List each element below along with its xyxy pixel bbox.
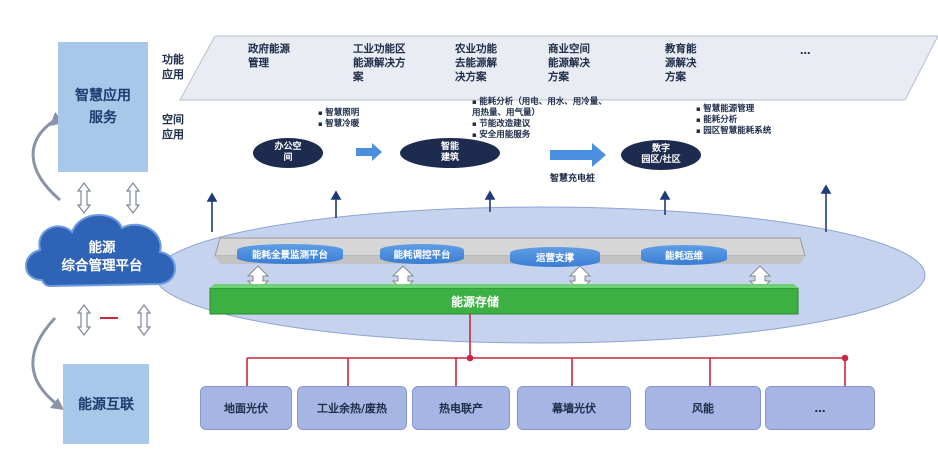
source-curtain-wall-pv: 幕墙光伏 <box>517 386 631 430</box>
bullet-item: 能耗分析 <box>696 115 771 126</box>
platform-tab-monitoring: 能耗全景监测平台 <box>237 244 343 264</box>
up-arrow-icon <box>820 184 832 194</box>
campus-bullets: 智慧能源管理 能耗分析 园区智慧能耗系统 <box>696 104 771 137</box>
energy-interconnect-box: 能源互联 <box>63 364 149 444</box>
oval-building-label: 智能 建筑 <box>440 142 459 163</box>
column-agriculture: 农业功能 去能源解 决方案 <box>455 43 497 83</box>
bullet-item: 节能改造建议 <box>472 119 612 130</box>
bullet-item: 智慧照明 <box>318 108 359 119</box>
cloud-label-wrap: 能源 综合管理平台 <box>36 234 168 280</box>
oval-office-space: 办公空 间 <box>253 138 323 168</box>
cloud-shape <box>25 214 176 288</box>
column-more: … <box>800 45 811 57</box>
office-bullets: 智慧照明 智慧冷暖 <box>318 108 359 130</box>
oval-smart-building: 智能 建筑 <box>400 138 500 168</box>
double-arrow-icon <box>76 182 92 214</box>
bullet-item: 智慧能源管理 <box>696 104 771 115</box>
upper-curve-arrow <box>31 118 61 202</box>
storage-bar-top <box>210 284 798 288</box>
bullet-item: 园区智慧能耗系统 <box>696 126 771 137</box>
right-block-arrow-icon <box>550 143 606 167</box>
energy-interconnect-label: 能源互联 <box>78 397 134 413</box>
source-more: … <box>765 386 875 430</box>
storage-label: 能源存储 <box>450 295 499 309</box>
smart-app-service-label: 智慧应用 服务 <box>75 88 131 126</box>
source-wind: 风能 <box>645 386 761 430</box>
cloud-label: 能源 综合管理平台 <box>61 240 143 274</box>
row-label-space: 空间 应用 <box>162 113 184 141</box>
oval-campus-label: 数字 园区/社区 <box>641 144 681 165</box>
bullet-item: 智慧冷暖 <box>318 119 359 130</box>
oval-digital-campus: 数字 园区/社区 <box>621 140 701 170</box>
lower-curve-arrowhead <box>50 398 64 410</box>
smart-app-service-box: 智慧应用 服务 <box>58 42 148 172</box>
right-block-arrow-icon <box>356 143 382 161</box>
building-bullets: 能耗分析（用电、用水、用冷量、用热量、用气量） 节能改造建议 安全用能服务 <box>472 97 612 141</box>
double-arrow-icon <box>125 182 141 214</box>
source-industrial-waste-heat: 工业余热/废热 <box>297 386 407 430</box>
storage-bar <box>209 287 799 315</box>
platform-tab-maintenance: 能耗运维 <box>641 245 727 265</box>
double-arrow-icon <box>76 304 92 336</box>
up-arrow-icon <box>206 192 218 202</box>
platform-ellipse <box>154 206 926 344</box>
source-chp: 热电联产 <box>412 386 510 430</box>
row-label-function: 功能 应用 <box>162 53 184 81</box>
source-ground-pv: 地面光伏 <box>200 386 292 430</box>
column-industry: 工业功能区 能源解决方 案 <box>353 43 406 83</box>
up-arrow-icon <box>330 190 342 200</box>
function-banner <box>179 35 938 101</box>
up-arrow-icon <box>484 190 496 200</box>
column-government: 政府能源 管理 <box>248 43 290 69</box>
charging-pile-label: 智慧充电桩 <box>550 174 596 184</box>
platform-tab-regulation: 能耗调控平台 <box>380 244 464 264</box>
column-commerce: 商业空间 能源解决 方案 <box>548 43 590 83</box>
column-education: 教育能 源解决 方案 <box>665 43 697 83</box>
oval-office-label: 办公空 间 <box>274 142 302 163</box>
bullet-item: 安全用能服务 <box>472 130 612 141</box>
double-arrow-icon <box>136 304 152 336</box>
bullet-item: 能耗分析（用电、用水、用冷量、用热量、用气量） <box>472 97 612 119</box>
lower-curve-arrow <box>31 316 59 407</box>
platform-tab-operation: 运营支撑 <box>510 247 600 267</box>
up-arrow-icon <box>659 190 671 200</box>
